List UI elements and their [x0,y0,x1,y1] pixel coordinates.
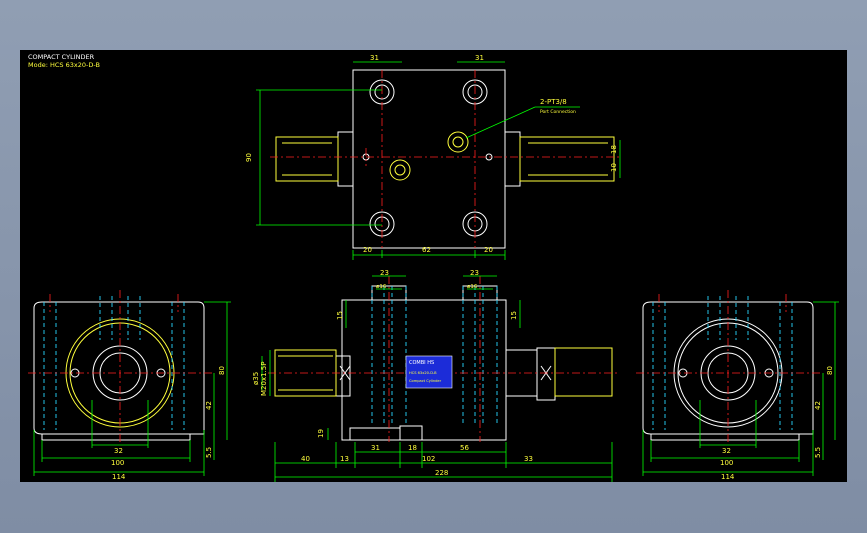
top-view: 31 31 90 10 18 20 62 20 2-PT3/8 Port Con… [245,54,621,260]
top-view-left-rod [275,136,339,182]
dim-front-thread: M20x1.5P [260,362,268,396]
dim-front-18: 18 [408,444,417,452]
left-dim-5-5: 5.5 [205,447,213,458]
top-view-right-rod [519,136,615,182]
dim-top-31-right: 31 [475,54,484,62]
drawing-model: Mode: HCS 63x20-D-B [28,61,100,69]
dim-front-15-left: 15 [336,311,344,320]
right-dim-114: 114 [721,473,735,481]
dim-top-31-left: 31 [370,54,379,62]
dim-front-40: 40 [301,455,310,463]
left-dim-114: 114 [112,473,126,481]
front-view-body [341,299,507,441]
right-view-body [642,301,814,435]
dim-front-23-left: 23 [380,269,389,277]
dim-top-20-left: 20 [363,246,372,254]
dim-front-228: 228 [435,469,448,477]
dim-front-phi16-right: ø16 [467,284,478,290]
dim-front-13: 13 [340,455,349,463]
port-label: 2-PT3/8 [540,98,567,106]
front-view-right-rod [554,347,613,397]
left-dim-100: 100 [111,459,124,467]
left-dim-32: 32 [114,447,123,455]
port-sublabel: Port Connection [540,109,576,115]
dim-front-19: 19 [317,429,325,438]
left-dim-80: 80 [218,366,226,375]
right-dim-32: 32 [722,447,731,455]
nameplate-code: Compact Cylinder [409,379,442,383]
nameplate-brand: COMBI HS [409,360,434,366]
right-dim-100: 100 [720,459,733,467]
drawing-title: COMPACT CYLINDER [28,53,95,61]
cad-drawing-canvas[interactable]: COMPACT CYLINDER Mode: HCS 63x20-D-B 31 [20,50,847,482]
left-dim-42: 42 [205,401,213,410]
right-dim-80: 80 [826,366,834,375]
dim-front-15-right: 15 [510,311,518,320]
dim-front-31: 31 [371,444,380,452]
left-view-body [33,301,205,435]
nameplate-model: HCS 63x20-D-B [409,371,437,375]
right-dim-42: 42 [814,401,822,410]
right-dim-5-5: 5.5 [814,447,822,458]
dim-top-90: 90 [245,153,253,162]
dim-top-bore-18: 18 [610,145,618,154]
cad-drawing: COMPACT CYLINDER Mode: HCS 63x20-D-B 31 [28,53,839,482]
dim-front-phi16-left: ø16 [376,284,387,290]
dim-front-56: 56 [460,444,469,452]
dim-front-33: 33 [524,455,533,463]
right-side-view: 32 100 114 80 42 5.5 [636,290,839,481]
dim-front-phi35: ø35 [252,372,260,385]
dim-top-bore-10: 10 [610,163,618,172]
dim-top-62: 62 [422,246,431,254]
dim-top-20-right: 20 [484,246,493,254]
nameplate [405,355,453,389]
left-side-view: 32 100 114 80 42 5.5 [28,290,231,481]
dim-front-102: 102 [422,455,435,463]
front-view: COMBI HS HCS 63x20-D-B Compact Cylinder … [252,269,620,482]
dim-front-23-right: 23 [470,269,479,277]
